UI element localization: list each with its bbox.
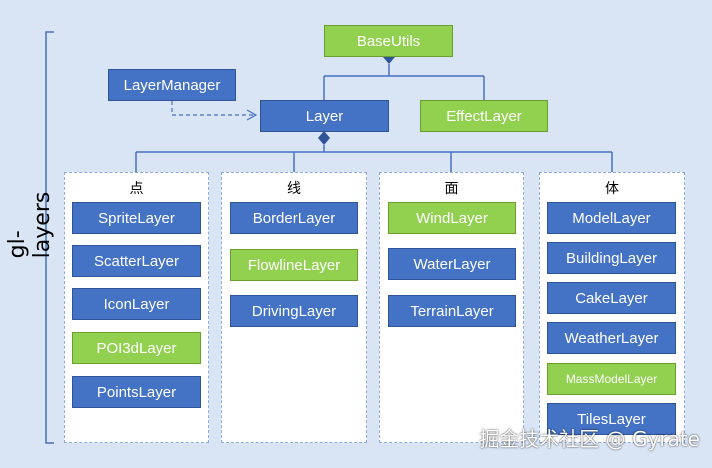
node-terrainlayer: TerrainLayer <box>388 295 516 327</box>
group-title-line: 线 <box>287 181 301 197</box>
node-waterlayer: WaterLayer <box>388 248 516 280</box>
watermark: 掘金技术社区 @ Gyrate <box>479 427 700 451</box>
node-tileslayer: TilesLayer <box>547 403 676 435</box>
manager-arrowhead <box>246 109 258 121</box>
node-weatherlayer: WeatherLayer <box>547 322 676 354</box>
node-layermanager: LayerManager <box>108 69 236 101</box>
manager-dashed-arrow <box>171 101 254 116</box>
node-iconlayer: IconLayer <box>72 288 201 320</box>
node-borderlayer: BorderLayer <box>230 202 358 234</box>
node-drivinglayer: DrivingLayer <box>230 295 358 327</box>
node-scatterlayer: ScatterLayer <box>72 245 201 277</box>
node-poi3dlayer: POI3dLayer <box>72 332 201 364</box>
node-buildinglayer: BuildingLayer <box>547 242 676 274</box>
node-windlayer: WindLayer <box>388 202 516 234</box>
node-pointslayer: PointsLayer <box>72 376 201 408</box>
node-effectlayer: EffectLayer <box>420 100 548 132</box>
group-title-volume: 体 <box>605 181 619 197</box>
group-title-surface: 面 <box>444 181 459 197</box>
left-bracket <box>45 31 54 444</box>
node-spritelayer: SpriteLayer <box>72 202 201 234</box>
node-baseutils: BaseUtils <box>324 25 453 57</box>
group-title-point: 点 <box>129 181 144 197</box>
node-layer: Layer <box>260 100 389 132</box>
side-label: gl-layers <box>5 191 55 259</box>
node-flowlinelayer: FlowlineLayer <box>230 249 358 281</box>
layer-diamond <box>318 131 330 145</box>
node-massmodellayer: MassModelLayer <box>547 363 676 395</box>
node-modellayer: ModelLayer <box>547 202 676 234</box>
node-cakelayer: CakeLayer <box>547 282 676 314</box>
